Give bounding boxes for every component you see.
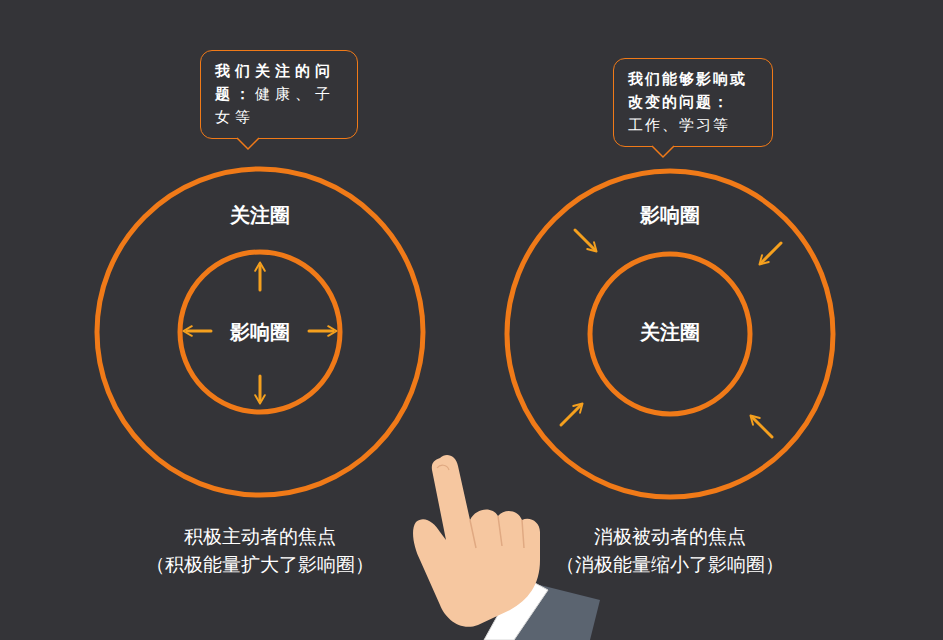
callout-body: 工作、学习等 — [628, 114, 758, 137]
circle-title: 影响圈 — [640, 202, 700, 229]
speech-callout: 我们能够影响或改变的问题：工作、学习等 — [613, 58, 773, 147]
pointing-hand — [413, 455, 600, 640]
circle-region: 关注圈 — [587, 251, 753, 417]
callout-text: 我们关注的问题：健康、子女等 — [215, 60, 343, 129]
caption-note: （积极能量扩大了影响圈） — [146, 552, 374, 578]
circle-region: 关注圈影响圈 — [94, 166, 426, 498]
expand-arrows — [187, 266, 333, 400]
caption-heading: 积极主动者的焦点 — [184, 524, 336, 550]
shrink-arrows — [561, 230, 781, 437]
callout-text: 我们能够影响或改变的问题：工作、学习等 — [628, 68, 758, 137]
speech-callout: 我们关注的问题：健康、子女等 — [200, 50, 358, 139]
circle-region: 影响圈关注圈 — [504, 168, 836, 500]
callout-tail — [237, 138, 259, 150]
circle-title: 关注圈 — [230, 202, 290, 229]
caption-heading: 消极被动者的焦点 — [594, 524, 746, 550]
circle-title: 影响圈 — [230, 319, 290, 346]
circle-region: 影响圈 — [177, 249, 343, 415]
callout-tail — [652, 146, 674, 158]
callout-heading: 我们能够影响或改变的问题： — [628, 68, 758, 114]
caption-note: （消极能量缩小了影响圈） — [556, 552, 784, 578]
circle-title: 关注圈 — [640, 319, 700, 346]
